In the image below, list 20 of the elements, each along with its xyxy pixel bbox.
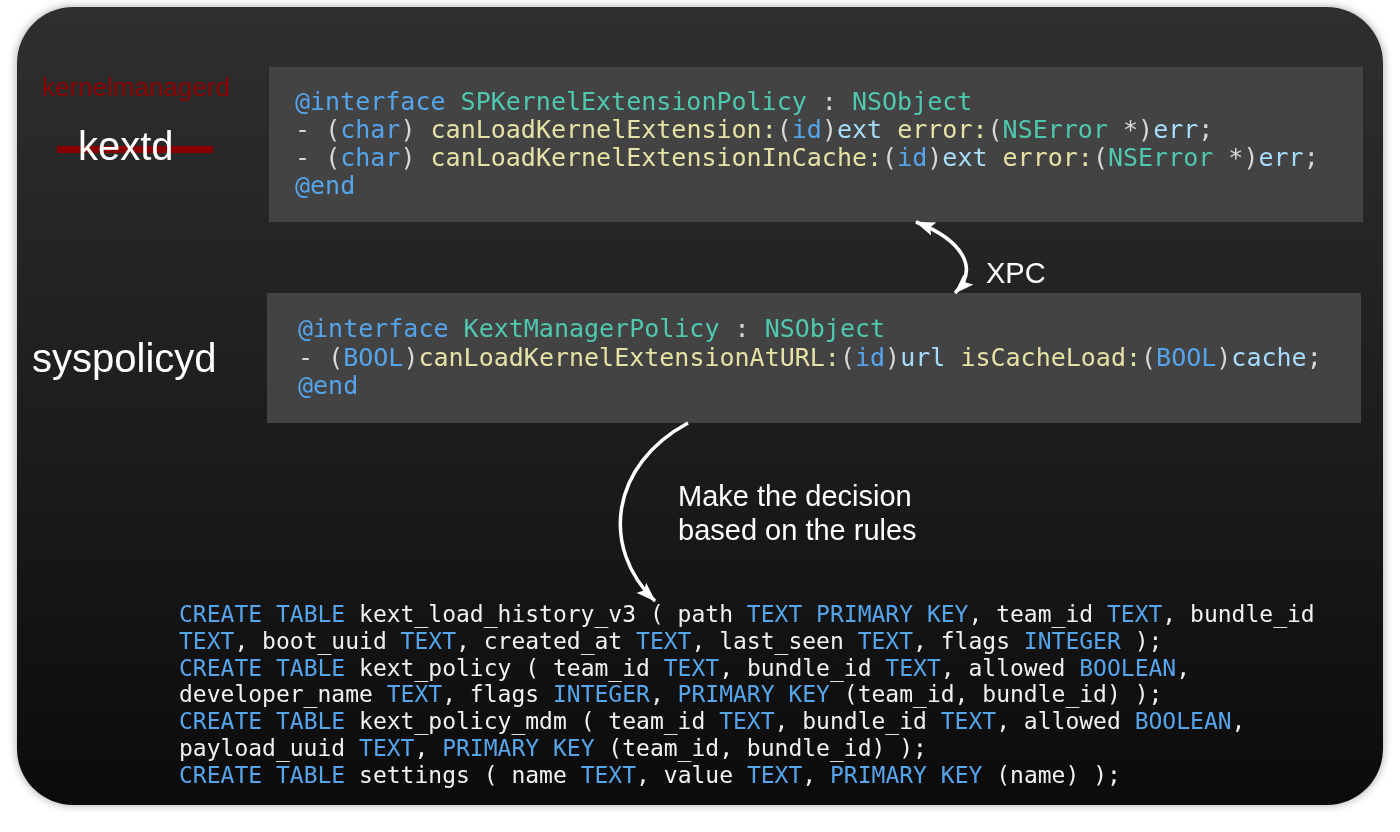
daemon-name: syspolicyd — [32, 338, 217, 378]
double-headed-arrow — [915, 220, 973, 295]
code-line: - (BOOL)canLoadKernelExtensionAtURL:(id)url isCacheLoad:(BOOL)cache; — [298, 343, 1323, 372]
sql-statement: CREATE TABLE kext_policy ( team_id TEXT, bundle_id TEXT, allowed BOOLEAN, developer_name TEXT, flags INTEGER, PRIMARY KEY (team_id, bundle_id) ); — [179, 654, 1192, 709]
sql-statement: CREATE TABLE kext_policy_mdm ( team_id TEXT, bundle_id TEXT, allowed BOOLEAN, payload_uuid TEXT, PRIMARY KEY (team_id, bundle_id) ); — [179, 708, 1247, 762]
daemon-name: kernelmanagerd — [42, 74, 230, 100]
code-box — [267, 293, 1361, 423]
code-box — [269, 67, 1363, 222]
code-line: - (char) canLoadKernelExtensionInCache:(id)ext error:(NSError *)err; — [295, 144, 1320, 172]
code-line: - (char) canLoadKernelExtension:(id)ext error:(NSError *)err; — [295, 116, 1215, 144]
sql-statement: CREATE TABLE kext_load_history_v3 ( path TEXT PRIMARY KEY, team_id TEXT, bundle_id TEXT, boot_uuid TEXT, created_at TEXT, last_seen TEXT, flags INTEGER ); — [179, 601, 1316, 655]
edge-label: Make the decision based on the rules — [678, 479, 918, 547]
sql-statement: CREATE TABLE settings ( name TEXT, value TEXT, PRIMARY KEY (name) ); — [179, 761, 1122, 789]
struck-through-daemon-name: kextd — [57, 126, 213, 166]
code-line: @interface SPKernelExtensionPolicy : NSObject — [295, 88, 974, 116]
edge-label: XPC — [986, 256, 1047, 290]
curved-arrow — [618, 421, 689, 603]
code-line: @interface KextManagerPolicy : NSObject — [298, 315, 887, 344]
code-line: @end — [298, 372, 360, 401]
code-line: @end — [295, 172, 357, 200]
